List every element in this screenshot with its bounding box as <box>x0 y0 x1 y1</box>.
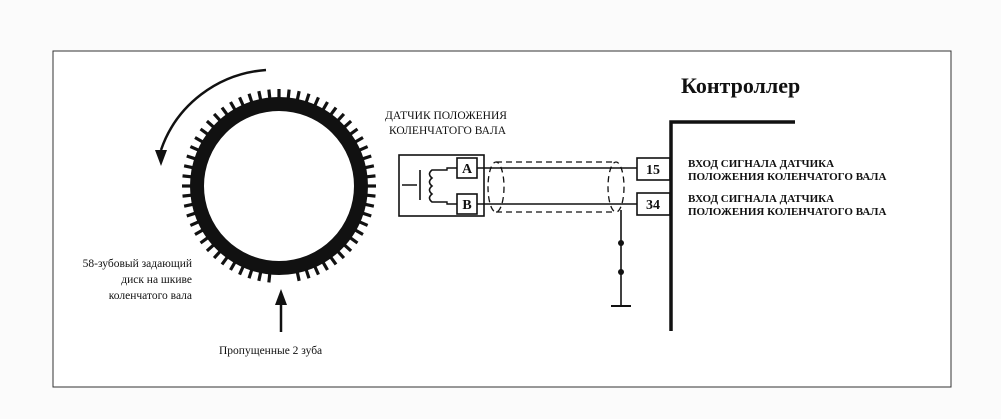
reluctor-tooth <box>189 220 200 227</box>
reluctor-tooth <box>364 202 375 208</box>
reluctor-tooth <box>183 164 194 170</box>
sensor-label: ДАТЧИК ПОЛОЖЕНИЯ КОЛЕНЧАТОГО ВАЛА <box>385 110 507 137</box>
reluctor-tooth <box>354 228 364 236</box>
reluctor-tooth <box>199 127 209 136</box>
reluctor-tooth <box>349 127 359 136</box>
reluctor-tooth <box>220 256 229 266</box>
cable-shield <box>487 161 625 213</box>
reluctor-tooth <box>277 89 281 98</box>
reluctor-tooth <box>358 145 369 152</box>
reluctor-tooth <box>304 269 311 279</box>
reluctor-tooth <box>257 90 263 101</box>
reluctor-tooth <box>183 202 194 208</box>
reluctor-wheel <box>182 89 376 283</box>
reluctor-tooth <box>321 101 329 111</box>
reluctor-tooth <box>349 236 359 245</box>
input-label-2-line-2: ПОЛОЖЕНИЯ КОЛЕНЧАТОГО ВАЛА <box>688 206 886 218</box>
reluctor-tooth <box>182 174 192 179</box>
input-label-1-line-1: ВХОД СИГНАЛА ДАТЧИКА <box>688 158 834 170</box>
reluctor-tooth <box>329 106 338 116</box>
reluctor-tooth <box>313 96 320 107</box>
sensor-label-line-1: ДАТЧИК ПОЛОЖЕНИЯ <box>385 110 507 122</box>
reluctor-tooth <box>205 119 215 129</box>
sensor-core <box>402 170 421 200</box>
reluctor-tooth <box>295 271 301 282</box>
reluctor-tooth <box>343 119 353 129</box>
controller-pin-15: 15 <box>646 163 660 178</box>
reluctor-tooth <box>247 93 254 103</box>
diagram-frame <box>52 50 952 388</box>
reluctor-tooth <box>313 265 320 276</box>
reluctor-teeth <box>182 89 376 283</box>
reluctor-tooth <box>336 112 346 122</box>
reluctor-tooth <box>194 136 204 144</box>
shield-ground <box>611 210 631 307</box>
disc-label-line-2: диск на шкиве <box>121 274 192 286</box>
reluctor-tooth <box>267 273 272 283</box>
reluctor-tooth <box>295 90 301 101</box>
input-label-1: ВХОД СИГНАЛА ДАТЧИКА ПОЛОЖЕНИЯ КОЛЕНЧАТО… <box>688 158 886 183</box>
reluctor-tooth <box>366 193 376 198</box>
reluctor-tooth <box>205 243 215 253</box>
reluctor-tooth <box>212 112 222 122</box>
disc-label-line-1: 58-зубовый задающий <box>83 258 192 270</box>
reluctor-tooth <box>182 184 191 188</box>
reluctor-tooth <box>336 250 346 260</box>
reluctor-tooth <box>212 250 222 260</box>
reluctor-tooth <box>189 145 200 152</box>
reluctor-tooth <box>229 101 237 111</box>
crankshaft-sensor: A B <box>398 154 485 217</box>
reluctor-tooth <box>247 269 254 279</box>
reluctor-tooth <box>229 261 237 271</box>
controller-pin-34: 34 <box>646 198 660 213</box>
disc-label-line-3: коленчатого вала <box>109 290 192 302</box>
reluctor-tooth <box>186 211 196 218</box>
sensor-pin-a: A <box>462 162 473 177</box>
reluctor-tooth <box>182 193 192 198</box>
controller-outline <box>669 120 795 331</box>
reluctor-tooth <box>362 154 372 161</box>
reluctor-tooth <box>367 184 376 188</box>
reluctor-tooth <box>364 164 375 170</box>
reluctor-tooth <box>238 265 245 276</box>
reluctor-tooth <box>321 261 329 271</box>
disc-label: 58-зубовый задающий диск на шкиве коленч… <box>83 258 192 302</box>
controller-connector: 15 34 <box>636 157 671 216</box>
sensor-pin-b: B <box>462 198 471 213</box>
reluctor-disc-ring <box>190 97 368 275</box>
reluctor-tooth <box>220 106 229 116</box>
missing-teeth-label: Пропущенные 2 зуба <box>219 345 322 357</box>
reluctor-tooth <box>199 236 209 245</box>
reluctor-tooth <box>194 228 204 236</box>
rotation-arrow <box>155 68 267 166</box>
reluctor-tooth <box>354 136 364 144</box>
reluctor-tooth <box>358 220 369 227</box>
input-label-2: ВХОД СИГНАЛА ДАТЧИКА ПОЛОЖЕНИЯ КОЛЕНЧАТО… <box>688 193 886 218</box>
controller-title: Контроллер <box>681 73 800 98</box>
reluctor-tooth <box>343 243 353 253</box>
input-label-2-line-1: ВХОД СИГНАЛА ДАТЧИКА <box>688 193 834 205</box>
sensor-label-line-2: КОЛЕНЧАТОГО ВАЛА <box>389 125 507 137</box>
input-label-1-line-2: ПОЛОЖЕНИЯ КОЛЕНЧАТОГО ВАЛА <box>688 171 886 183</box>
reluctor-tooth <box>267 89 272 99</box>
missing-teeth-arrow <box>275 289 287 332</box>
reluctor-tooth <box>186 154 196 161</box>
reluctor-tooth <box>366 174 376 179</box>
reluctor-tooth <box>304 93 311 103</box>
reluctor-tooth <box>329 256 338 266</box>
reluctor-tooth <box>257 271 263 282</box>
reluctor-tooth <box>286 89 291 99</box>
reluctor-tooth <box>362 211 372 218</box>
sensor-coil-icon <box>428 169 438 203</box>
reluctor-tooth <box>238 96 245 107</box>
